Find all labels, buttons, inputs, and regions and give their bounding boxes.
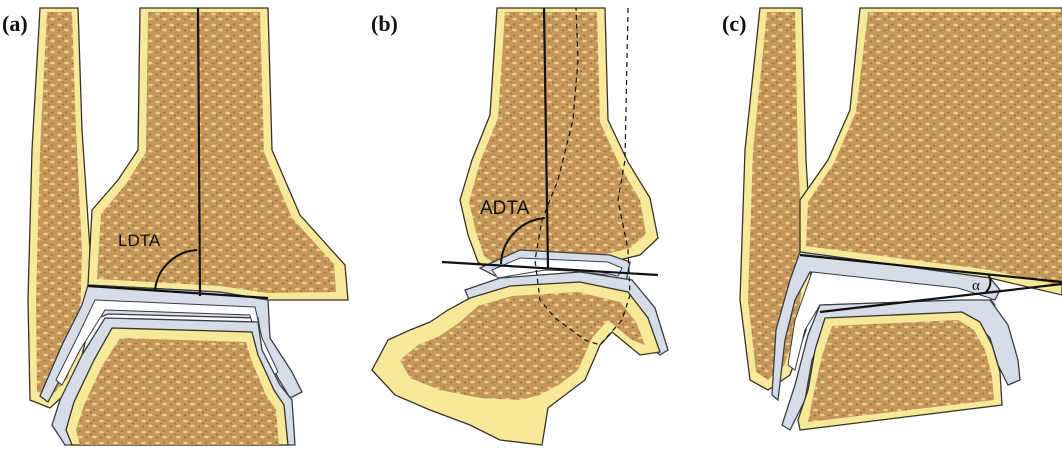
- panel-label-b: (b): [371, 11, 398, 36]
- panel-label-a: (a): [2, 11, 28, 36]
- tibia-c: [800, 8, 1062, 295]
- alpha-label: α: [972, 278, 980, 294]
- talus-a: [40, 285, 302, 445]
- adta-label: ADTA: [480, 198, 530, 219]
- ldta-label: LDTA: [118, 231, 161, 250]
- panel-c: α (c): [722, 8, 1062, 430]
- panel-label-c: (c): [722, 11, 746, 36]
- tibia-a: [88, 8, 348, 300]
- tibia-b: [460, 8, 658, 272]
- talus-c: [772, 252, 1020, 430]
- talus-b: [372, 272, 668, 445]
- panel-a: LDTA (a): [2, 8, 348, 445]
- panel-b: ADTA (b): [371, 8, 668, 445]
